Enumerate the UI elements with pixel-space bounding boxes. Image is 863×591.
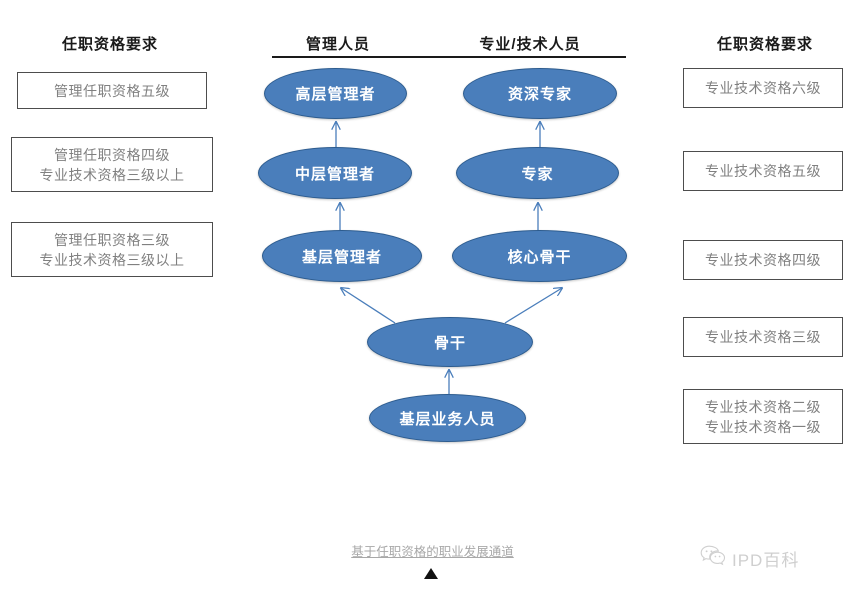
qualification-line: 专业技术资格二级: [705, 398, 821, 415]
triangle-marker-icon: [424, 568, 438, 579]
qualification-box-left-2: 管理任职资格四级 专业技术资格三级以上: [11, 137, 213, 192]
node-middle-manager[interactable]: 中层管理者: [258, 147, 412, 199]
qualification-line: 管理任职资格五级: [54, 82, 170, 99]
watermark: IPD百科: [700, 545, 799, 571]
qualification-line: 专业技术资格四级: [705, 252, 821, 268]
qualification-box-right-2: 专业技术资格五级: [683, 151, 843, 191]
header-technical-track: 专业/技术人员: [479, 36, 581, 53]
qualification-box-left-1: 管理任职资格五级: [17, 72, 207, 109]
qualification-line: 管理任职资格四级: [54, 146, 170, 163]
header-right-qualification: 任职资格要求: [716, 36, 813, 53]
watermark-label: IPD百科: [732, 550, 800, 570]
header-management-track: 管理人员: [305, 36, 370, 53]
arrow-backbone-to-base-manager: [341, 288, 396, 324]
node-backbone[interactable]: 骨干: [367, 317, 533, 367]
qualification-line: 专业技术资格六级: [705, 80, 821, 96]
arrow-backbone-to-core-backbone: [504, 288, 562, 324]
qualification-line: 管理任职资格三级: [54, 231, 170, 248]
qualification-line: 专业技术资格一级: [705, 418, 821, 435]
qualification-box-right-4: 专业技术资格三级: [683, 317, 843, 357]
qualification-box-right-5: 专业技术资格二级 专业技术资格一级: [683, 389, 843, 444]
qualification-box-right-3: 专业技术资格四级: [683, 240, 843, 280]
qualification-box-left-3: 管理任职资格三级 专业技术资格三级以上: [11, 222, 213, 277]
node-junior-staff[interactable]: 基层业务人员: [369, 394, 526, 442]
qualification-line: 专业技术资格三级以上: [39, 251, 185, 268]
header-divider-line: [272, 56, 626, 58]
qualification-line: 专业技术资格五级: [705, 163, 821, 179]
diagram-caption: 基于任职资格的职业发展通道: [351, 545, 514, 559]
qualification-box-right-1: 专业技术资格六级: [683, 68, 843, 108]
wechat-icon: [700, 545, 726, 571]
node-expert[interactable]: 专家: [456, 147, 619, 199]
node-base-manager[interactable]: 基层管理者: [262, 230, 422, 282]
node-senior-expert[interactable]: 资深专家: [463, 68, 617, 119]
node-core-backbone[interactable]: 核心骨干: [452, 230, 627, 282]
header-left-qualification: 任职资格要求: [61, 36, 158, 53]
node-top-manager[interactable]: 高层管理者: [264, 68, 407, 119]
qualification-line: 专业技术资格三级: [705, 329, 821, 345]
qualification-line: 专业技术资格三级以上: [39, 166, 185, 183]
